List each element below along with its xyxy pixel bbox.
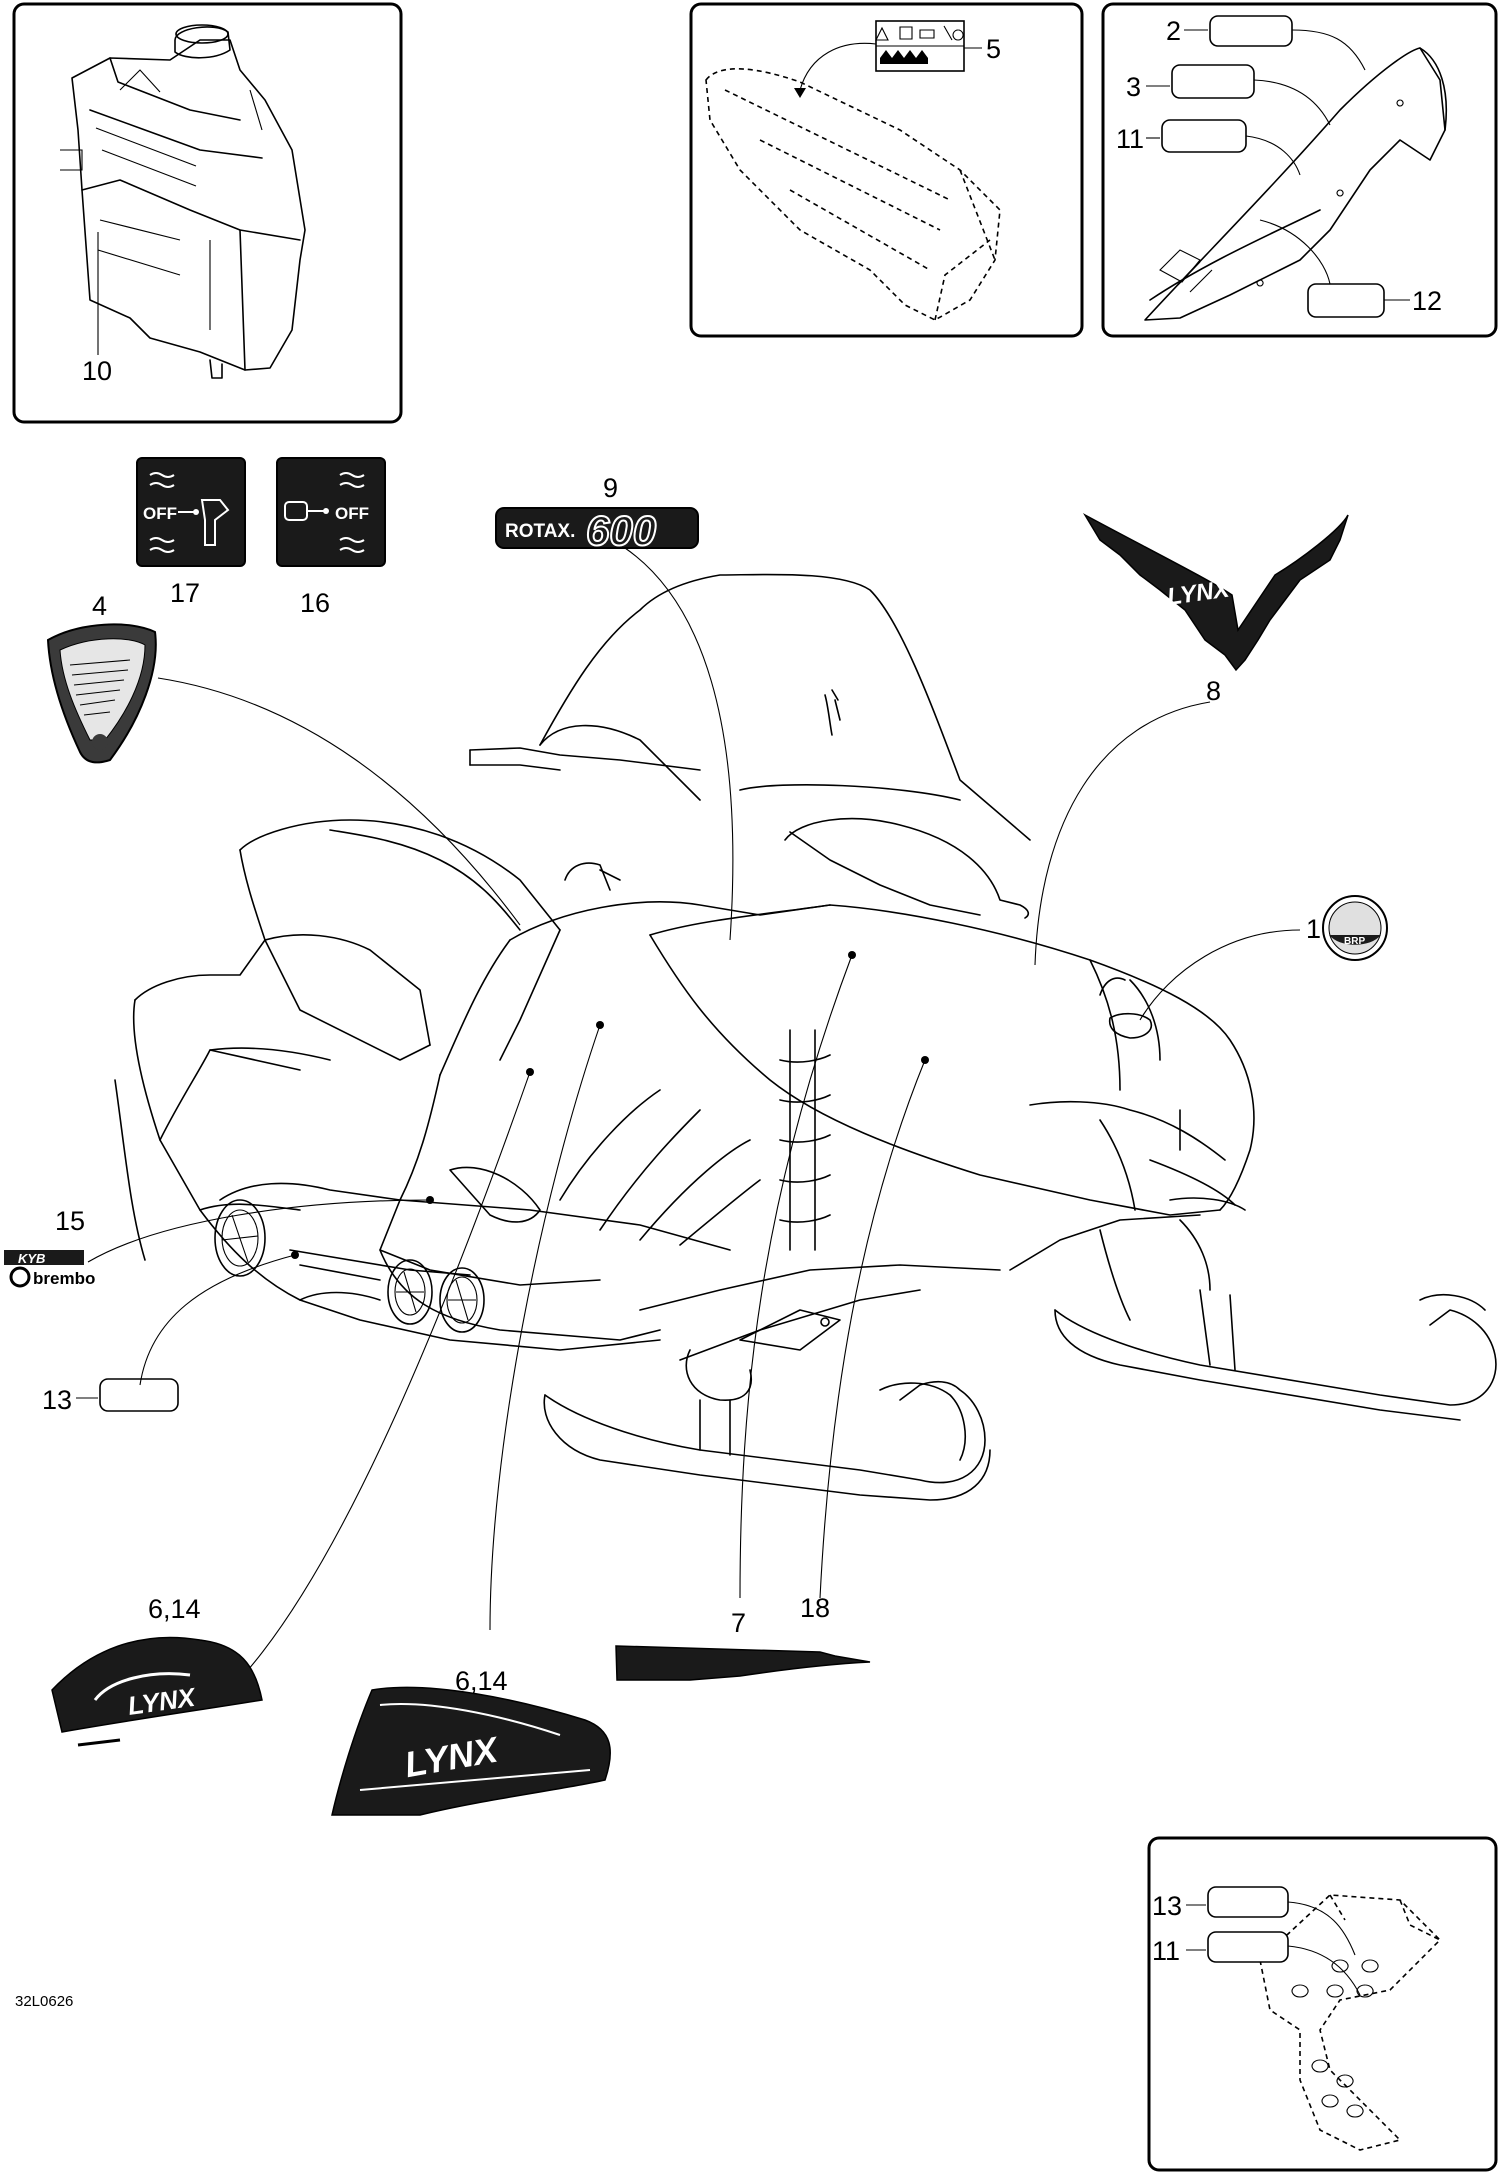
callout-9: 9 — [603, 473, 618, 503]
callout-10: 10 — [82, 356, 112, 386]
bracket-drawing — [1259, 1894, 1442, 2151]
svg-text:KYB: KYB — [18, 1251, 45, 1266]
decal-5 — [875, 20, 965, 72]
inset-side-panel: 2 3 11 12 — [1101, 2, 1498, 338]
svg-text:ROTAX.: ROTAX. — [505, 521, 575, 542]
callout-4: 4 — [92, 591, 107, 621]
callout-3: 3 — [1126, 72, 1141, 102]
inset-seat: 5 — [689, 2, 1084, 338]
callout-8: 8 — [1206, 676, 1221, 706]
decal-16: OFF — [276, 457, 386, 567]
callout-17: 17 — [170, 578, 200, 608]
callout-6-14-left: 6,14 — [148, 1594, 201, 1624]
decal-15-kyb-brembo: KYB brembo — [4, 1250, 95, 1288]
decal-8-lynx-hood: LYNX — [1082, 513, 1349, 672]
svg-text:BRP: BRP — [1344, 936, 1365, 947]
inset-bracket: 13 11 — [1147, 1836, 1498, 2172]
decal-6-14-right: LYNX — [331, 1686, 612, 1816]
drawing-code: 32L0626 — [15, 1993, 73, 2010]
label-blank-3 — [1171, 64, 1255, 99]
callout-2: 2 — [1166, 16, 1181, 46]
label-blank-11b — [1207, 1931, 1289, 1963]
decal-4 — [46, 623, 157, 764]
decal-9-rotax: ROTAX. 600 — [495, 506, 699, 555]
callout-13b: 13 — [1152, 1891, 1182, 1921]
svg-text:OFF: OFF — [143, 504, 177, 523]
callout-13a: 13 — [42, 1385, 72, 1415]
svg-text:600: 600 — [586, 507, 656, 554]
label-blank-12 — [1307, 283, 1385, 318]
callout-6-14-right: 6,14 — [455, 1666, 508, 1696]
callout-18: 18 — [800, 1593, 830, 1623]
inset-oil-tank: 10 — [12, 2, 403, 424]
callout-1: 1 — [1306, 914, 1321, 944]
oil-tank-drawing — [60, 24, 306, 379]
callout-15: 15 — [55, 1206, 85, 1236]
snowmobile-drawing — [114, 573, 1497, 1501]
callout-11b: 11 — [1152, 1936, 1180, 1966]
seat-drawing — [705, 68, 1001, 321]
decal-1-brp: BRP — [1322, 895, 1388, 961]
side-panel-drawing — [1144, 47, 1448, 321]
label-blank-11a — [1161, 119, 1247, 153]
callout-16: 16 — [300, 588, 330, 618]
callout-7: 7 — [731, 1608, 746, 1638]
leader-lines — [87, 547, 1301, 1671]
label-blank-2 — [1209, 15, 1293, 47]
callout-11a: 11 — [1116, 124, 1144, 154]
svg-text:OFF: OFF — [335, 504, 369, 523]
decal-6-14-left: LYNX — [51, 1636, 263, 1747]
label-blank-13b — [1207, 1886, 1289, 1918]
svg-text:brembo: brembo — [33, 1269, 95, 1288]
decal-7-stripe — [615, 1645, 871, 1681]
decal-17: OFF — [136, 457, 246, 567]
callout-5: 5 — [986, 34, 1001, 64]
callout-12: 12 — [1412, 286, 1442, 316]
label-blank-13a — [99, 1378, 179, 1412]
